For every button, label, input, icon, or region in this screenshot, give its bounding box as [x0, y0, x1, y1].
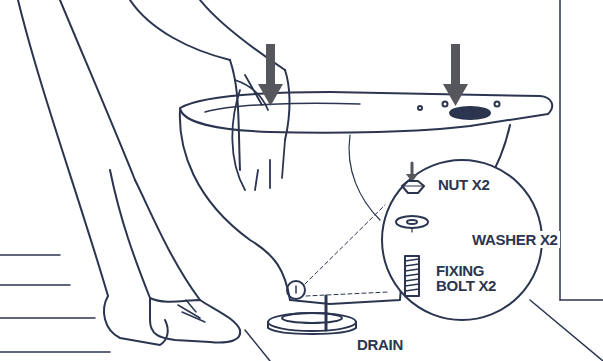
arrow-shaft: [266, 44, 275, 86]
arrow-head: [258, 84, 283, 106]
drain-flange: [268, 296, 356, 334]
leader-line: [306, 292, 388, 296]
washer: [396, 216, 428, 228]
nut: [402, 181, 424, 193]
bolt-cap-mark: [295, 286, 297, 293]
part-label: NUT X2: [436, 176, 492, 193]
washer-hole: [407, 220, 417, 224]
floor-line: [530, 300, 603, 361]
part-label: WASHER X2: [470, 231, 560, 248]
bolt-cap: [287, 281, 305, 299]
part-label: DRAIN: [355, 336, 405, 353]
leader-lines: [305, 205, 388, 296]
floor-line: [0, 284, 70, 286]
leader-line: [305, 205, 385, 284]
shoe-laces: [178, 300, 205, 322]
floor-line: [560, 299, 603, 301]
shoe: [104, 296, 168, 345]
push-arrows: [258, 44, 468, 106]
trouser-line: [18, 0, 108, 296]
down-arrow: [411, 163, 414, 175]
arrow-shaft: [451, 44, 460, 86]
trouser-line: [110, 170, 150, 298]
part-label: FIXING BOLT X2: [434, 262, 504, 294]
drain-bolt: [325, 296, 328, 330]
arm-sleeve: [130, 0, 230, 60]
arrow-head: [443, 84, 468, 106]
flange-inner: [282, 313, 342, 323]
seat-hole: [443, 102, 448, 107]
arm: [285, 70, 290, 140]
cistern-hole: [450, 107, 490, 119]
floor-line: [0, 351, 110, 353]
shoe: [150, 298, 240, 343]
floor-line: [0, 254, 60, 256]
floor-line: [0, 317, 95, 319]
nut-line: [402, 185, 424, 186]
seat-hole: [495, 102, 500, 107]
bowl-body: [180, 110, 290, 300]
man-figure: [18, 0, 290, 345]
washer-edge: [411, 228, 412, 232]
flange: [268, 313, 356, 331]
bowl-shading: [349, 135, 380, 220]
wall-corner: [559, 0, 561, 300]
trouser-line: [60, 0, 135, 180]
bowl-inner: [205, 103, 360, 112]
arm: [230, 60, 240, 170]
flange-side: [268, 322, 356, 334]
toilet-rim: [180, 92, 552, 133]
floor-line: [245, 330, 270, 361]
bolt: [405, 256, 419, 296]
bolt-thread: [405, 259, 419, 291]
seat-hole: [418, 106, 422, 110]
